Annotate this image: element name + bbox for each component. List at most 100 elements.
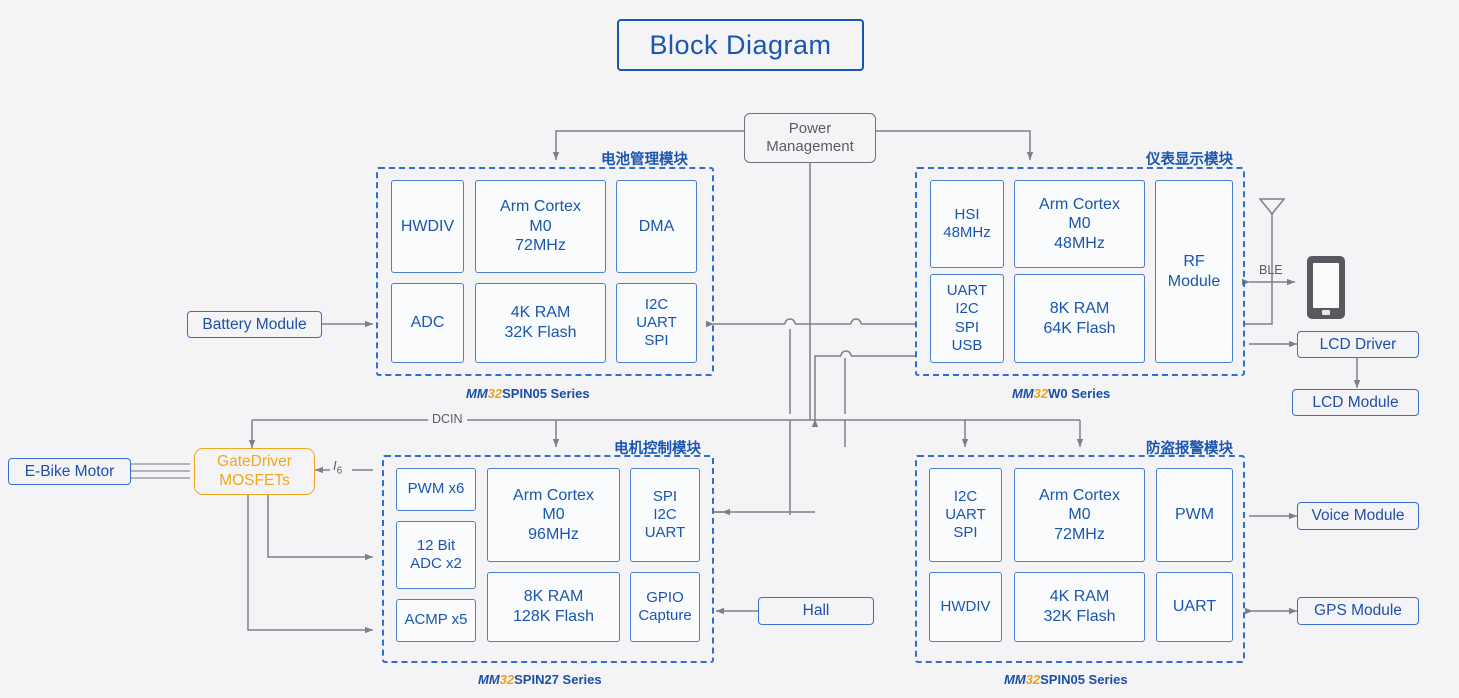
motor-series-rest: SPIN27 Series	[514, 672, 602, 687]
display-hsi-line1: HSI	[954, 205, 980, 223]
display-core-line3: 48MHz	[1054, 234, 1105, 252]
display-memory-line1: 8K RAM	[1049, 299, 1110, 317]
battery-memory-line2: 32K Flash	[504, 324, 577, 341]
alarm-block-uart: UART	[1156, 572, 1233, 642]
alarm-uart-label: UART	[1172, 598, 1217, 616]
phone-home-button	[1322, 310, 1330, 315]
motor-block-pwm: PWM x6	[396, 468, 476, 511]
alarm-memory-line2: 32K Flash	[1043, 608, 1116, 625]
motor-if-line3: UART	[644, 524, 686, 542]
alarm-block-interfaces: I2C UART SPI	[929, 468, 1002, 562]
motor-series-32: 32	[499, 672, 515, 687]
motor-block-acmp: ACMP x5	[396, 599, 476, 642]
battery-management-module	[376, 167, 714, 376]
battery-dma-label: DMA	[638, 217, 675, 235]
phase-denominator: 6	[336, 465, 343, 477]
display-rf-line1: RF	[1183, 252, 1205, 270]
display-memory-line2: 64K Flash	[1043, 319, 1116, 337]
display-series-rest: W0 Series	[1048, 386, 1111, 401]
battery-adc-label: ADC	[410, 314, 445, 332]
power-management-line1: Power	[788, 120, 832, 138]
display-rf-line2: Module	[1167, 272, 1221, 290]
gps-module-box[interactable]: GPS Module	[1297, 597, 1419, 625]
motor-core-line1: Arm Cortex	[513, 486, 594, 504]
battery-block-hwdiv: HWDIV	[391, 180, 464, 273]
power-management-block: Power Management	[744, 113, 876, 163]
display-core-line2: M0	[1068, 215, 1091, 233]
alarm-series-32: 32	[1025, 672, 1041, 687]
battery-series-rest: SPIN05 Series	[502, 386, 590, 401]
battery-module-box[interactable]: Battery Module	[187, 311, 322, 338]
alarm-module-label: 防盗报警模块	[1146, 441, 1233, 457]
battery-memory-line1: 4K RAM	[510, 304, 571, 322]
instrument-display-module	[915, 167, 1245, 376]
hall-box[interactable]: Hall	[758, 597, 874, 625]
display-block-rf: RF Module	[1155, 180, 1233, 363]
motor-series-mm: MM	[478, 672, 500, 687]
antitheft-alarm-module	[915, 455, 1245, 663]
display-if-line3: SPI	[954, 318, 980, 336]
motor-if-line2: I2C	[653, 505, 677, 523]
display-series-32: 32	[1033, 386, 1049, 401]
ebike-motor-box[interactable]: E-Bike Motor	[8, 458, 131, 485]
battery-hwdiv-label: HWDIV	[400, 217, 455, 235]
display-block-core: Arm Cortex M0 48MHz	[1014, 180, 1145, 268]
display-if-line1: UART	[946, 281, 988, 299]
dcin-label: DCIN	[428, 412, 467, 426]
ble-label: BLE	[1259, 263, 1283, 277]
alarm-series-label: MM32SPIN05 Series	[1004, 672, 1128, 687]
battery-core-line2: M0	[529, 217, 552, 235]
display-block-interfaces: UART I2C SPI USB	[930, 274, 1004, 363]
display-if-line4: USB	[951, 336, 983, 354]
battery-series-32: 32	[487, 386, 503, 401]
motor-block-memory: 8K RAM 128K Flash	[487, 572, 620, 642]
battery-block-core: Arm Cortex M0 72MHz	[475, 180, 606, 273]
battery-block-adc: ADC	[391, 283, 464, 363]
motor-gpio-line2: Capture	[638, 607, 692, 624]
smartphone-icon	[1307, 256, 1345, 319]
display-core-line1: Arm Cortex	[1039, 195, 1120, 213]
battery-if-line2: UART	[636, 313, 677, 331]
voice-module-box[interactable]: Voice Module	[1297, 502, 1419, 530]
display-module-label: 仪表显示模块	[1146, 152, 1233, 168]
gate-driver-line1: GateDriver	[217, 452, 292, 470]
motor-pwm-label: PWM x6	[407, 480, 465, 498]
motor-core-line3: 96MHz	[528, 525, 579, 543]
battery-core-line3: 72MHz	[515, 237, 566, 255]
alarm-block-hwdiv: HWDIV	[929, 572, 1002, 642]
alarm-core-line1: Arm Cortex	[1039, 486, 1120, 504]
motor-acmp-label: ACMP x5	[404, 611, 468, 629]
motor-memory-line1: 8K RAM	[523, 588, 584, 606]
lcd-module-box[interactable]: LCD Module	[1292, 389, 1419, 416]
battery-series-mm: MM	[466, 386, 488, 401]
motor-gpio-line1: GPIO	[646, 588, 684, 606]
lcd-driver-box[interactable]: LCD Driver	[1297, 331, 1419, 358]
display-block-hsi: HSI 48MHz	[930, 180, 1004, 268]
gate-driver-mosfets-box[interactable]: GateDriver MOSFETs	[194, 448, 315, 495]
alarm-memory-line1: 4K RAM	[1049, 588, 1110, 606]
gate-driver-line2: MOSFETs	[219, 471, 290, 489]
motor-control-module	[382, 455, 714, 663]
motor-memory-line2: 128K Flash	[513, 608, 594, 625]
display-hsi-line2: 48MHz	[943, 224, 991, 241]
alarm-pwm-label: PWM	[1174, 506, 1215, 524]
phase-numerator: I	[333, 458, 337, 473]
battery-block-dma: DMA	[616, 180, 697, 273]
alarm-core-line3: 72MHz	[1054, 525, 1105, 543]
alarm-if-line2: UART	[945, 505, 986, 523]
motor-module-label: 电机控制模块	[614, 441, 701, 457]
motor-series-label: MM32SPIN27 Series	[478, 672, 602, 687]
alarm-series-mm: MM	[1004, 672, 1026, 687]
battery-block-interfaces: I2C UART SPI	[616, 283, 697, 363]
alarm-block-core: Arm Cortex M0 72MHz	[1014, 468, 1145, 562]
motor-core-line2: M0	[542, 506, 565, 524]
alarm-if-line3: SPI	[953, 524, 978, 542]
battery-core-line1: Arm Cortex	[500, 198, 581, 216]
page-title: Block Diagram	[617, 19, 864, 71]
battery-if-line3: SPI	[644, 332, 669, 350]
display-if-line2: I2C	[955, 300, 979, 318]
motor-if-line1: SPI	[652, 487, 678, 505]
motor-adc-line1: 12 Bit	[416, 536, 456, 554]
battery-module-label: 电池管理模块	[601, 152, 688, 168]
